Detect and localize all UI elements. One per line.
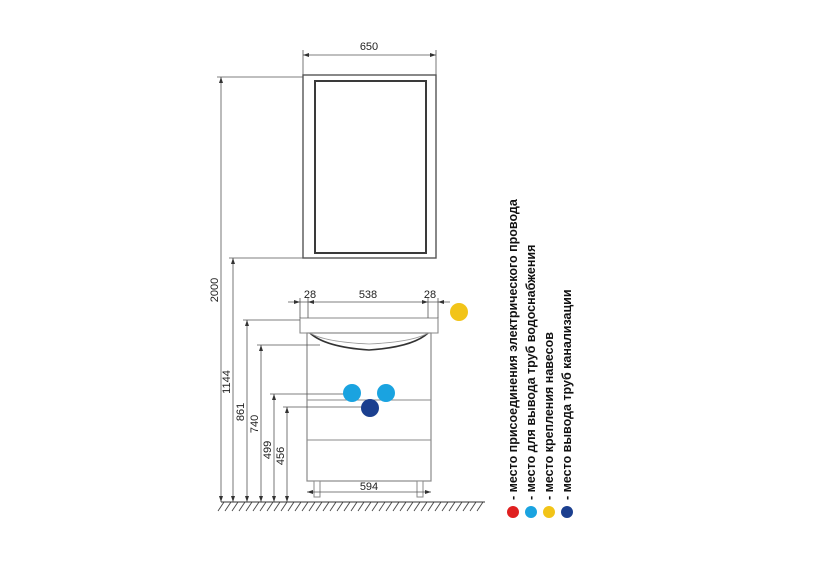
water-outlet-height-label: 499 xyxy=(262,441,274,459)
floor-hatch-line xyxy=(462,501,470,512)
vanity-cabinet: 28 538 28 594 xyxy=(288,289,450,498)
legend-label-water-supply: - место для вывода труб водоснабжения xyxy=(524,245,538,500)
top-left-offset-label: 28 xyxy=(304,289,316,301)
mirror-width-label: 650 xyxy=(360,41,378,53)
mirror-bottom-height-label: 1144 xyxy=(221,370,233,394)
dark-blue-dot-icon xyxy=(561,506,573,518)
floor-hatch xyxy=(217,501,484,512)
basin-bowl xyxy=(309,332,429,351)
legend-item-water-supply: - место для вывода труб водоснабжения xyxy=(524,245,538,518)
height-dimensions: 2000 1144 861 740 499 456 xyxy=(209,76,368,502)
floor-hatch-line xyxy=(336,501,344,512)
mirror-frame xyxy=(302,74,437,259)
floor-hatch-line xyxy=(259,501,267,512)
floor-hatch-line xyxy=(364,501,372,512)
water-supply-marker-right xyxy=(377,384,395,402)
drain-marker xyxy=(361,399,379,417)
floor-hatch-line xyxy=(329,501,337,512)
floor xyxy=(217,501,485,512)
total-height-label: 2000 xyxy=(209,278,221,302)
floor-hatch-line xyxy=(224,501,232,512)
connection-markers xyxy=(343,303,468,417)
floor-hatch-line xyxy=(434,501,442,512)
floor-hatch-line xyxy=(273,501,281,512)
basin-width-label: 538 xyxy=(359,289,377,301)
floor-hatch-line xyxy=(322,501,330,512)
floor-hatch-line xyxy=(399,501,407,512)
hanging-mount-marker xyxy=(450,303,468,321)
floor-hatch-line xyxy=(455,501,463,512)
floor-hatch-line xyxy=(392,501,400,512)
floor-hatch-line xyxy=(357,501,365,512)
legend-label-hanging-mount: - место крепления навесов xyxy=(542,332,556,500)
floor-hatch-line xyxy=(308,501,316,512)
legend-label-electrical: - место присоединения электрического про… xyxy=(506,198,520,500)
floor-hatch-line xyxy=(371,501,379,512)
basin-top-height-label: 861 xyxy=(235,403,247,421)
legend: - место присоединения электрического про… xyxy=(506,198,574,518)
floor-hatch-line xyxy=(413,501,421,512)
floor-hatch-line xyxy=(266,501,274,512)
floor-hatch-line xyxy=(378,501,386,512)
floor-hatch-line xyxy=(287,501,295,512)
floor-hatch-line xyxy=(385,501,393,512)
legend-item-electrical: - место присоединения электрического про… xyxy=(506,198,520,518)
legend-item-hanging-mount: - место крепления навесов xyxy=(542,332,556,518)
floor-hatch-line xyxy=(427,501,435,512)
water-supply-marker-left xyxy=(343,384,361,402)
red-dot-icon xyxy=(507,506,519,518)
floor-hatch-line xyxy=(217,501,225,512)
floor-hatch-line xyxy=(280,501,288,512)
floor-hatch-line xyxy=(406,501,414,512)
floor-hatch-line xyxy=(441,501,449,512)
yellow-dot-icon xyxy=(543,506,555,518)
floor-hatch-line xyxy=(476,501,484,512)
floor-hatch-line xyxy=(252,501,260,512)
floor-hatch-line xyxy=(350,501,358,512)
floor-hatch-line xyxy=(448,501,456,512)
cabinet-top-height-label: 740 xyxy=(249,415,261,433)
floor-hatch-line xyxy=(231,501,239,512)
cabinet-width-label: 594 xyxy=(360,481,378,493)
top-right-offset-label: 28 xyxy=(424,289,436,301)
mirror-glass xyxy=(314,80,427,254)
floor-hatch-line xyxy=(238,501,246,512)
legend-item-drain: - место вывода труб канализации xyxy=(560,289,574,518)
floor-hatch-line xyxy=(343,501,351,512)
floor-hatch-line xyxy=(245,501,253,512)
floor-hatch-line xyxy=(301,501,309,512)
floor-hatch-line xyxy=(420,501,428,512)
legend-label-drain: - место вывода труб канализации xyxy=(560,289,574,500)
countertop xyxy=(299,317,439,334)
drain-height-label: 456 xyxy=(275,447,287,465)
floor-hatch-line xyxy=(294,501,302,512)
cabinet-leg xyxy=(313,480,321,498)
cabinet-leg xyxy=(416,480,424,498)
floor-hatch-line xyxy=(315,501,323,512)
floor-hatch-line xyxy=(469,501,477,512)
light-blue-dot-icon xyxy=(525,506,537,518)
mirror: 650 xyxy=(302,41,437,259)
